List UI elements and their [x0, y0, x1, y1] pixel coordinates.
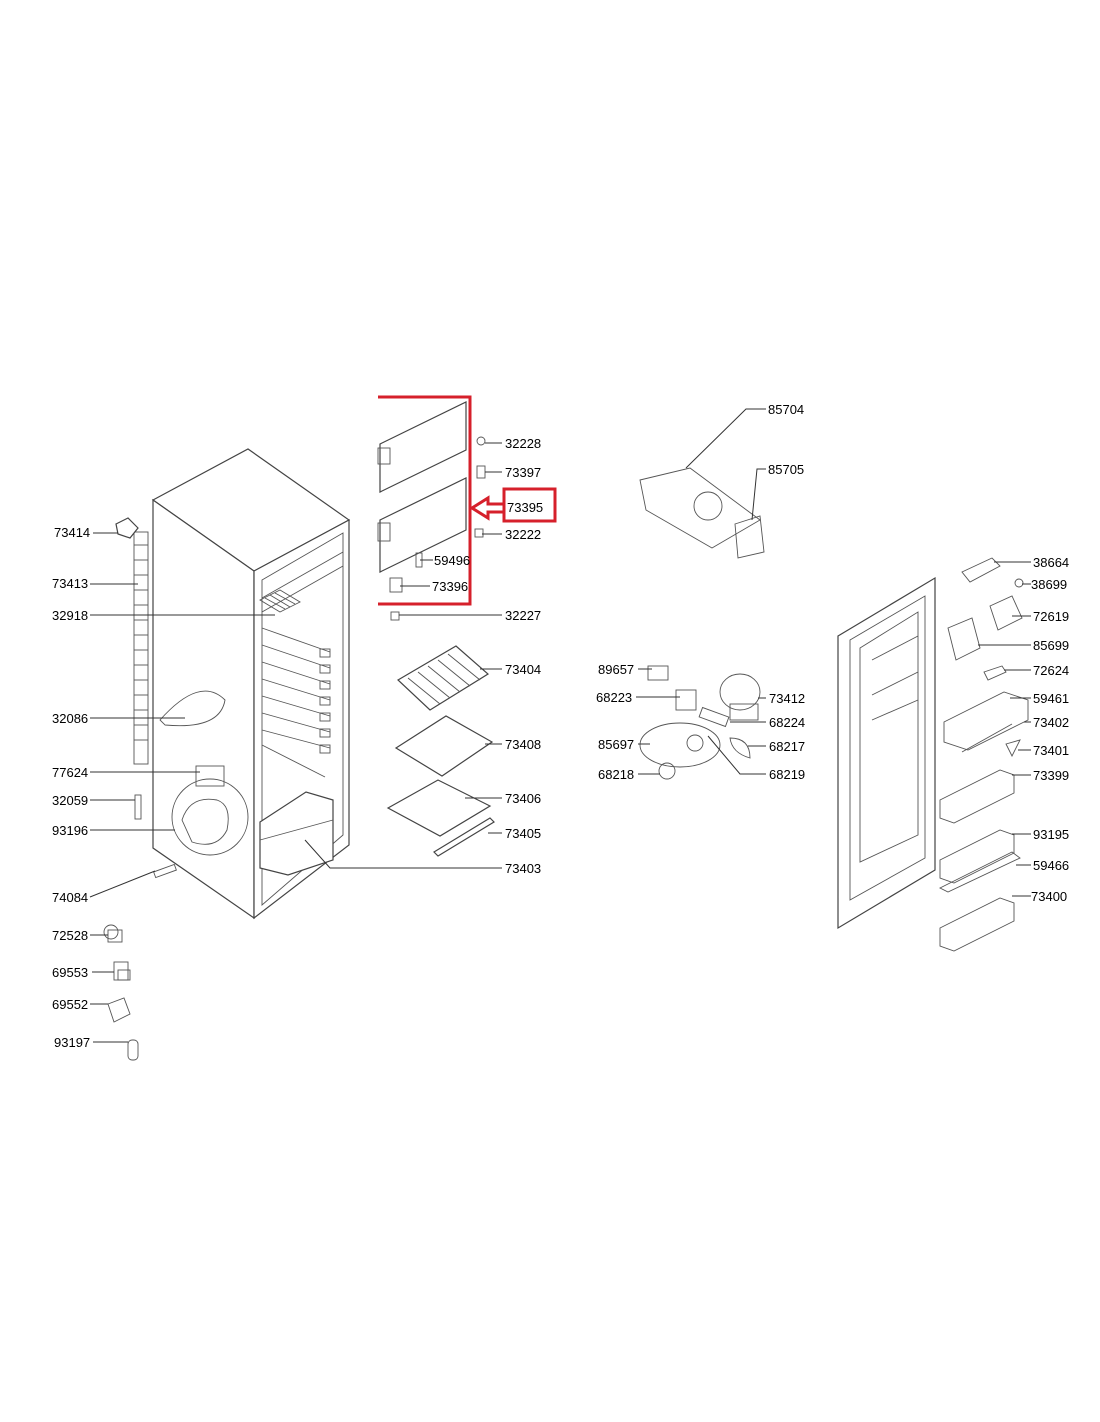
part-label: 38664: [1033, 555, 1069, 570]
part-label: 85705: [768, 462, 804, 477]
part-label: 73405: [505, 826, 541, 841]
part-label: 68224: [769, 715, 805, 730]
part-label: 69552: [52, 997, 88, 1012]
part-label: 85699: [1033, 638, 1069, 653]
part-label: 77624: [52, 765, 88, 780]
part-label: 73403: [505, 861, 541, 876]
fridge-door: [837, 576, 936, 930]
part-label: 72619: [1033, 609, 1069, 624]
part-label: 32227: [505, 608, 541, 623]
part-label: 85704: [768, 402, 804, 417]
part-label: 73413: [52, 576, 88, 591]
part-label: 73399: [1033, 768, 1069, 783]
part-label: 73414: [54, 525, 90, 540]
freezer-door-parts: [377, 401, 486, 621]
leader-lines: [89, 408, 1031, 1043]
control-parts: [639, 467, 765, 780]
part-label: 32228: [505, 436, 541, 451]
highlight-arrow: [469, 495, 506, 521]
part-label: 68218: [598, 767, 634, 782]
part-label: 38699: [1031, 577, 1067, 592]
part-label: 73408: [505, 737, 541, 752]
part-label: 68219: [769, 767, 805, 782]
part-label: 89657: [598, 662, 634, 677]
highlight-annotation: [378, 395, 557, 606]
part-label: 72624: [1033, 663, 1069, 678]
part-label: 68223: [596, 690, 632, 705]
part-label: 73412: [769, 691, 805, 706]
part-label: 59496: [434, 553, 470, 568]
part-label: 73404: [505, 662, 541, 677]
part-label-highlighted: 73395: [507, 500, 543, 515]
door-shelf-parts: [938, 557, 1029, 952]
part-label: 32222: [505, 527, 541, 542]
part-label: 73400: [1031, 889, 1067, 904]
part-label: 93195: [1033, 827, 1069, 842]
fridge-cabinet: [115, 448, 351, 920]
part-label: 68217: [769, 739, 805, 754]
part-labels: 73414 73413 32918 32086 77624 32059 9319…: [52, 402, 1069, 1050]
part-label: 32086: [52, 711, 88, 726]
part-label: 72528: [52, 928, 88, 943]
part-label: 73397: [505, 465, 541, 480]
part-label: 73396: [432, 579, 468, 594]
left-small-parts: [103, 863, 177, 1061]
part-label: 93197: [54, 1035, 90, 1050]
shelf-parts: [386, 645, 495, 857]
part-label: 85697: [598, 737, 634, 752]
part-label: 73402: [1033, 715, 1069, 730]
part-label: 73401: [1033, 743, 1069, 758]
part-label: 59461: [1033, 691, 1069, 706]
part-label: 74084: [52, 890, 88, 905]
part-label: 73406: [505, 791, 541, 806]
part-label: 59466: [1033, 858, 1069, 873]
part-label: 32059: [52, 793, 88, 808]
part-label: 69553: [52, 965, 88, 980]
part-label: 93196: [52, 823, 88, 838]
part-label: 32918: [52, 608, 88, 623]
